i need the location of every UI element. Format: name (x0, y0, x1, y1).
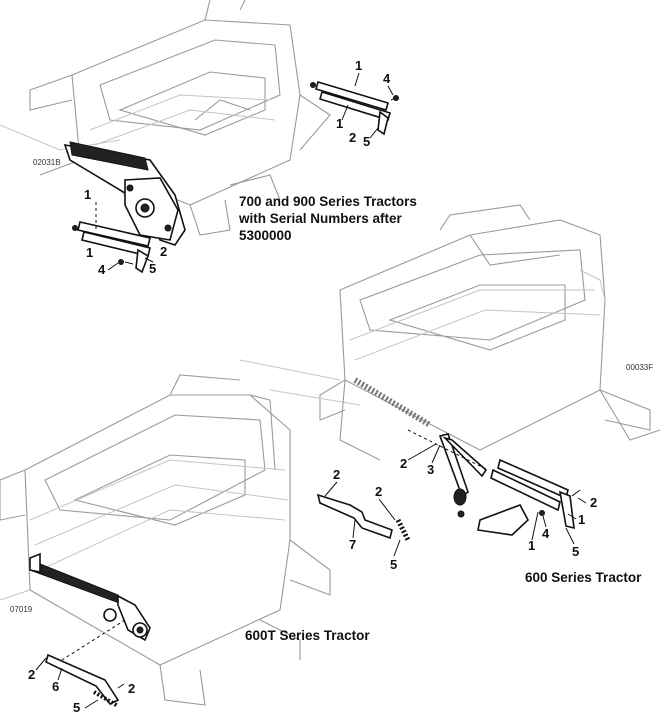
caption-top: 700 and 900 Series Tractors with Serial … (239, 193, 417, 244)
top-right-link (310, 81, 399, 136)
callout-5: 5 (363, 134, 370, 149)
caption-bottom: 600T Series Tractor (245, 628, 370, 643)
callout-5: 5 (149, 261, 156, 276)
callout-5: 5 (390, 557, 397, 572)
callout-2: 2 (333, 467, 340, 482)
caption-right: 600 Series Tractor (525, 570, 642, 585)
callout-6: 6 (52, 679, 59, 694)
bottom-tractor-frame (0, 374, 331, 706)
callout-4: 4 (383, 71, 391, 86)
callout-5: 5 (572, 544, 579, 559)
callouts-bottom-left: 2 6 2 5 (28, 657, 135, 715)
callout-5: 5 (73, 700, 80, 715)
callout-1: 1 (86, 245, 93, 260)
top-hitch-assembly (63, 141, 186, 246)
callouts-right: 2 3 2 1 4 1 5 (400, 443, 597, 559)
callout-2: 2 (590, 495, 597, 510)
caption-top-line2: with Serial Numbers after (239, 211, 402, 226)
callout-4: 4 (98, 262, 106, 277)
callout-3: 3 (427, 462, 434, 477)
figure-code-right: 00033F (626, 363, 653, 372)
callout-7: 7 (349, 537, 356, 552)
caption-top-line1: 700 and 900 Series Tractors (239, 194, 417, 209)
right-tractor-frame (239, 204, 661, 461)
figure-code-top: 02031B (33, 158, 61, 167)
callout-1: 1 (84, 187, 91, 202)
callout-2: 2 (400, 456, 407, 471)
caption-top-line3: 5300000 (239, 228, 292, 243)
right-assembly (407, 429, 581, 536)
callout-4: 4 (542, 526, 550, 541)
callouts-top-right: 1 1 2 4 5 (336, 58, 394, 149)
bottom-center-bar (316, 493, 411, 542)
callout-1: 1 (528, 538, 535, 553)
top-left-link (72, 202, 151, 274)
bottom-left-hitch (29, 552, 151, 708)
callout-2: 2 (349, 130, 356, 145)
callout-2: 2 (28, 667, 35, 682)
callout-2: 2 (375, 484, 382, 499)
callout-2: 2 (128, 681, 135, 696)
callout-1: 1 (336, 116, 343, 131)
callouts-top-left: 1 1 2 4 5 (84, 187, 167, 277)
figure-code-bottom: 07019 (10, 605, 33, 614)
callout-2: 2 (160, 244, 167, 259)
callout-1: 1 (355, 58, 362, 73)
callouts-bottom-center: 2 7 2 5 (324, 467, 401, 572)
callout-1: 1 (578, 512, 585, 527)
